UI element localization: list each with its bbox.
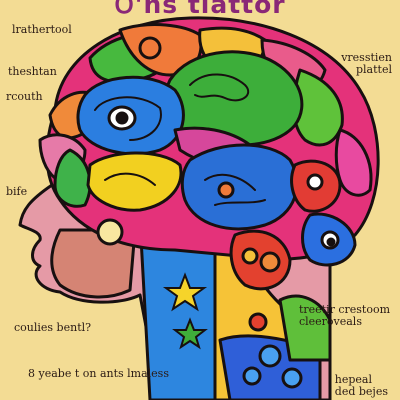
neck-green <box>278 294 332 362</box>
bubble-5 <box>259 251 281 273</box>
right-eye-pupil <box>326 237 336 247</box>
squiggle-blue <box>204 173 266 206</box>
label-left-4: coulies bentl? <box>14 321 92 334</box>
lobe-pink-right <box>334 128 373 197</box>
star-green <box>172 317 208 350</box>
lobe-blue-large <box>180 143 299 231</box>
bubble-8 <box>242 366 262 386</box>
label-left-2: rcouth <box>6 90 43 103</box>
bubble-3 <box>217 181 235 199</box>
squiggle-yellow <box>104 172 156 186</box>
eye-pupil <box>115 111 129 125</box>
label-left-3: bife <box>6 185 28 198</box>
cheek-region <box>50 228 137 299</box>
bubble-6 <box>241 247 259 265</box>
face-eye-white <box>306 173 324 191</box>
bubble-7 <box>258 344 282 368</box>
bubble-2 <box>138 36 162 60</box>
label-bottom-left: 8 yeabe t on ants lmaless <box>28 367 169 380</box>
label-left-1: theshtan <box>8 65 57 78</box>
label-bottom-right: hepeal ded bejes <box>334 373 388 398</box>
bubble-9 <box>281 367 303 389</box>
label-top-left: lrathertool <box>12 23 72 36</box>
bubble-4 <box>248 312 268 332</box>
squiggle-green <box>189 73 250 102</box>
label-right-1: vresstien plattel <box>341 51 392 76</box>
squiggle-blue-eye <box>94 96 162 141</box>
star-yellow <box>162 272 208 312</box>
bubble-1 <box>96 218 124 246</box>
poster-title: Ꝺ'ns tlattor <box>114 0 286 19</box>
lobe-yellow <box>86 151 183 212</box>
label-right-2: treetir crestoom cleeroveals <box>298 303 390 328</box>
